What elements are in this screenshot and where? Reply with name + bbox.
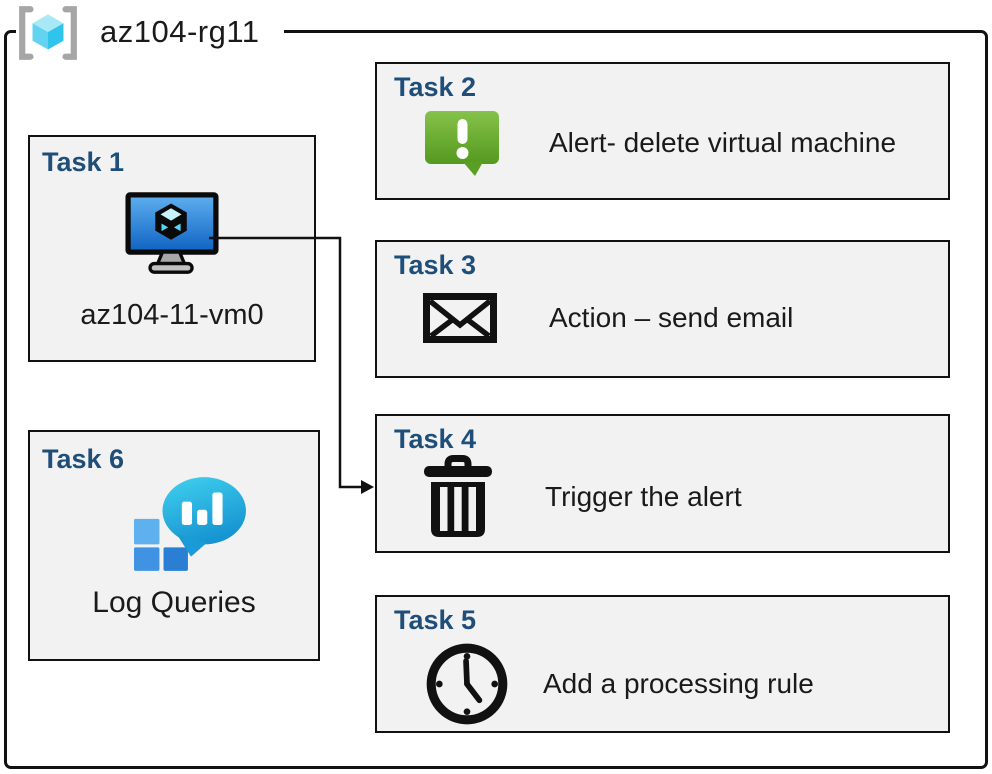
task4-label: Trigger the alert — [545, 481, 742, 512]
frame-border-gap — [16, 26, 284, 38]
resource-group-icon — [16, 5, 80, 66]
clock-icon — [423, 642, 511, 726]
virtual-machine-icon — [125, 192, 219, 281]
task6-label: Log Queries — [92, 586, 256, 619]
task1-box: Task 1 az104-11-vm0 — [28, 135, 316, 362]
trash-icon — [423, 455, 493, 539]
task4-heading: Task 4 — [394, 424, 477, 454]
task6-heading: Task 6 — [42, 444, 125, 474]
resource-group-frame — [4, 30, 988, 769]
task3-box: Task 3 Action – send email — [375, 240, 950, 378]
task4-box: Task 4 Trigger the alert — [375, 414, 950, 553]
task3-heading: Task 3 — [394, 250, 477, 280]
task1-label: az104-11-vm0 — [80, 299, 264, 331]
task2-heading: Task 2 — [394, 72, 477, 102]
task1-heading: Task 1 — [42, 147, 125, 177]
email-icon — [423, 293, 497, 343]
alert-icon — [423, 107, 503, 179]
log-queries-icon — [134, 477, 248, 576]
resource-group-label: az104-rg11 — [100, 14, 260, 49]
task5-heading: Task 5 — [394, 605, 477, 635]
task5-label: Add a processing rule — [543, 668, 814, 699]
task2-box: Task 2 Alert- delete virtual machine — [375, 62, 950, 200]
task3-label: Action – send email — [549, 302, 794, 333]
task2-label: Alert- delete virtual machine — [549, 127, 897, 158]
task6-box: Task 6 Log Queries — [28, 430, 320, 661]
task5-box: Task 5 Add a processing rule — [375, 595, 950, 733]
